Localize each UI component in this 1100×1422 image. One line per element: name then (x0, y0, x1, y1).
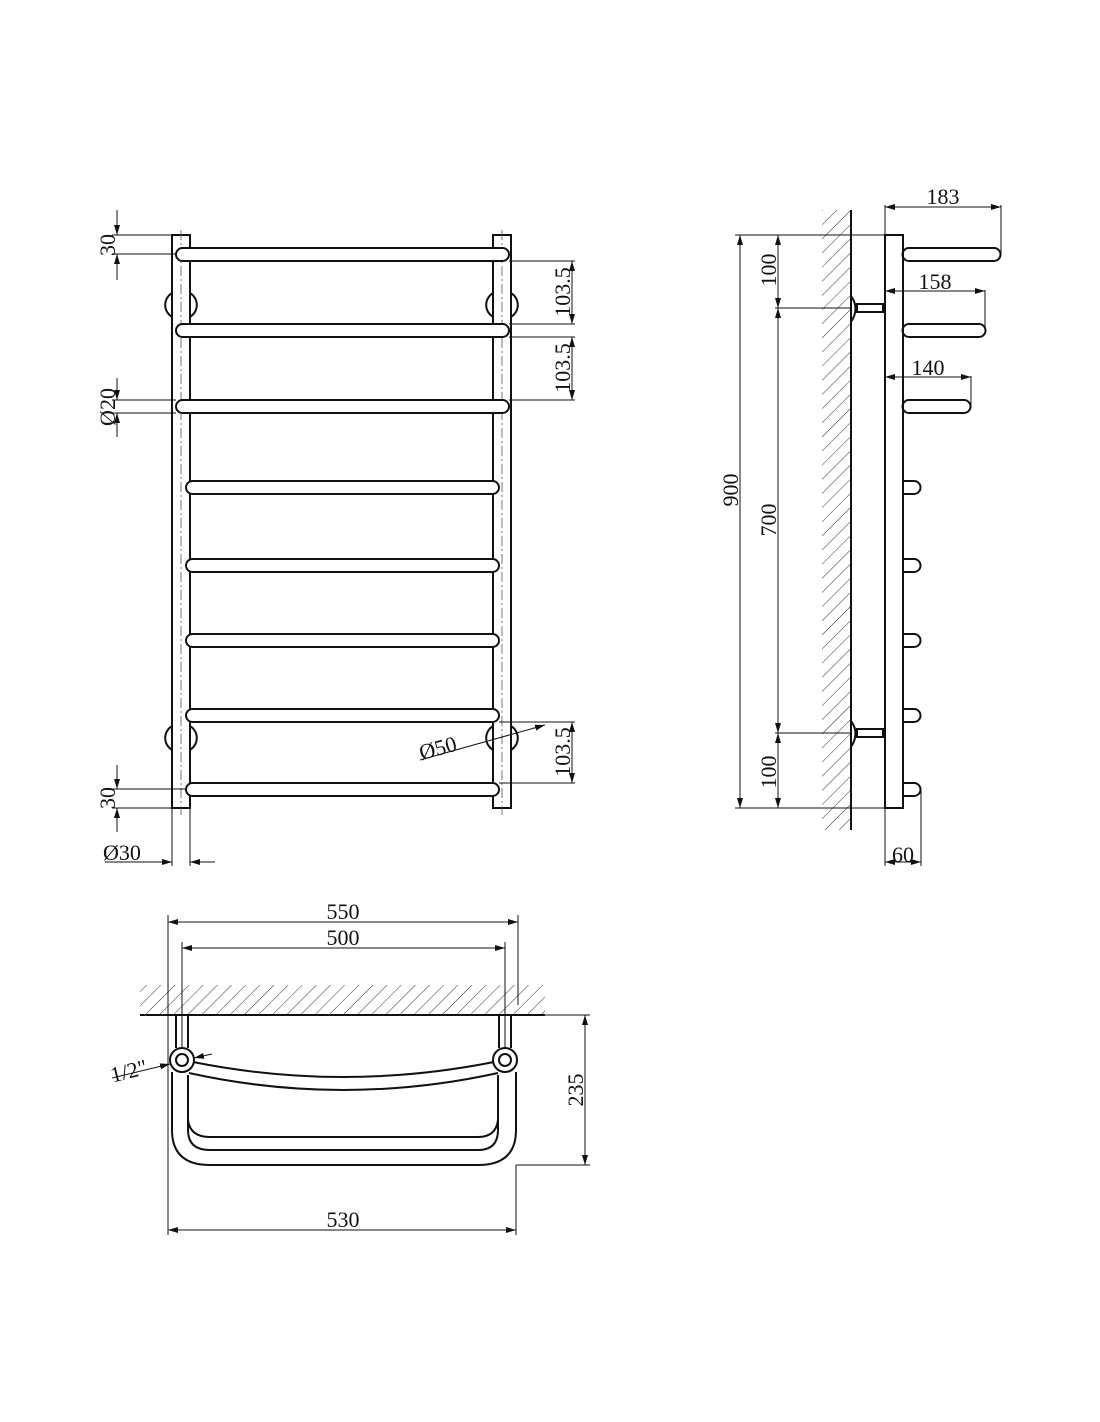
dim-depth-158: 158 (919, 269, 952, 294)
dim-total-height: 900 (718, 474, 743, 507)
side-rails (901, 247, 1002, 797)
rails (175, 247, 510, 797)
dim-depth-140: 140 (912, 355, 945, 380)
dim-stile-diameter: Ø30 (103, 840, 141, 865)
dim-mount-spacing: 700 (756, 504, 781, 537)
wall-hatch (822, 210, 851, 830)
brackets (164, 292, 519, 751)
side-stile (884, 234, 904, 809)
dim-depth-235: 235 (563, 1074, 588, 1107)
dim-bottom-pitch: 103.5 (550, 727, 575, 777)
dim-rail-diameter: Ø20 (95, 388, 120, 426)
dim-stub-depth: 60 (892, 842, 914, 867)
dim-bottom-offset: 30 (95, 787, 120, 809)
front-view: 30 103.5 103.5 Ø20 Ø50 103.5 30 Ø30 (95, 210, 575, 866)
wall-hatch-top (140, 985, 545, 1015)
dim-depth-183: 183 (927, 184, 960, 209)
dim-bottom-width: 530 (327, 1207, 360, 1232)
dim-bracket-diameter: Ø50 (416, 731, 459, 765)
dim-outer-width: 550 (327, 899, 360, 924)
dim-thread: 1/2" (108, 1054, 150, 1087)
dim-top-mount: 100 (756, 254, 781, 287)
dim-top-offset: 30 (95, 234, 120, 256)
side-view: 900 700 100 100 183 158 140 60 (718, 184, 1002, 867)
wall-brackets (850, 295, 884, 748)
dim-pitch-1: 103.5 (550, 267, 575, 317)
top-view: 550 500 530 235 1/2" (108, 899, 590, 1235)
dim-bottom-mount: 100 (756, 756, 781, 789)
dim-pitch-2: 103.5 (550, 343, 575, 393)
dim-center-width: 500 (327, 925, 360, 950)
